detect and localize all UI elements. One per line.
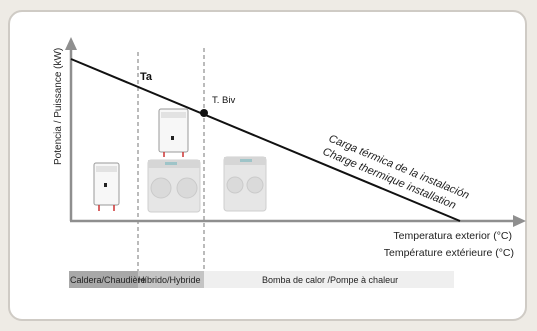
heat-pump-unit-hybrid-icon	[147, 159, 201, 213]
x-axis-label-fr: Température extérieure (°C)	[384, 247, 514, 259]
zone-hybrid-label: Híbrido/Hybride	[138, 275, 201, 285]
thermal-load-line	[70, 58, 461, 222]
zone-boiler-bar	[69, 271, 138, 288]
heat-pump-unit-icon	[223, 156, 267, 212]
zone-hybrid-bar	[138, 271, 204, 288]
x-axis-arrow	[513, 215, 526, 227]
zone-heat-pump-label: Bomba de calor /Pompe à chaleur	[262, 275, 398, 285]
bivalence-point-marker	[200, 109, 208, 117]
water-heater-hybrid-icon	[158, 108, 189, 157]
water-heater-boiler-icon	[93, 162, 120, 211]
x-axis-label-es: Temperatura exterior (°C)	[393, 230, 512, 242]
point-tbiv-label: T. Biv	[212, 95, 235, 106]
point-ta-label: Ta	[140, 71, 153, 83]
zone-boiler-label: Caldera/Chaudière	[70, 275, 146, 285]
y-axis-label: Potencia / Puissance (kW)	[53, 48, 64, 165]
y-axis-arrow	[65, 37, 77, 50]
